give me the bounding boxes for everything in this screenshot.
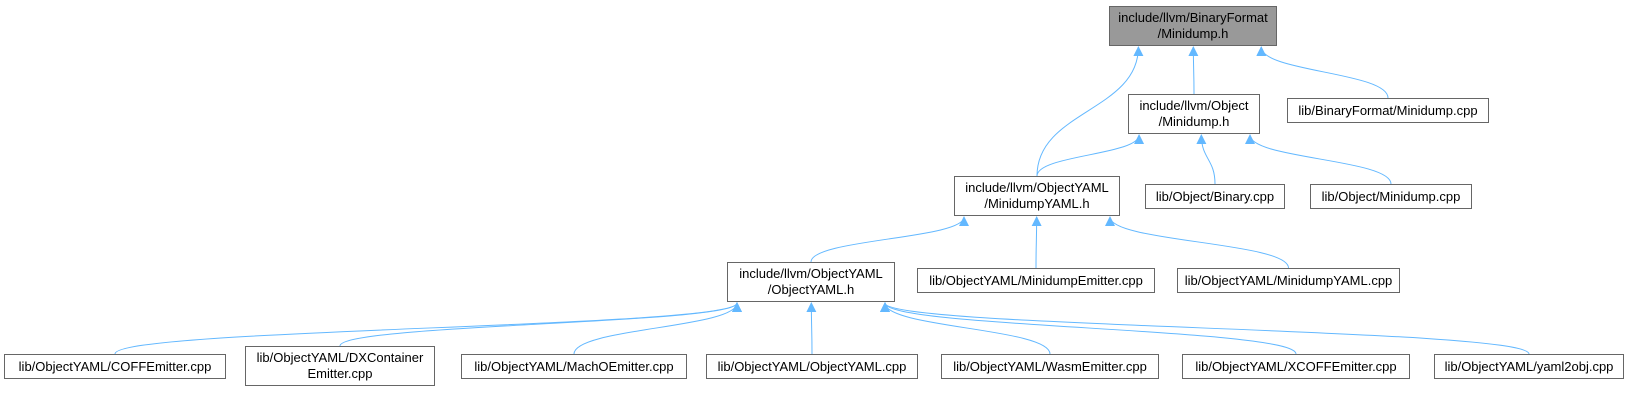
node-label: lib/ObjectYAML/WasmEmitter.cpp [953, 358, 1147, 374]
node-label: lib/ObjectYAML/yaml2obj.cpp [1444, 358, 1614, 374]
node-label: lib/ObjectYAML/COFFEmitter.cpp [18, 358, 212, 374]
edge-obj_minidump_h-to-root [1188, 46, 1199, 95]
node-yaml2obj-cpp[interactable]: lib/ObjectYAML/yaml2obj.cpp [1434, 354, 1624, 379]
node-object-minidump-cpp[interactable]: lib/Object/Minidump.cpp [1310, 184, 1472, 209]
node-binaryformat-minidump-h[interactable]: include/llvm/BinaryFormat/Minidump.h [1109, 6, 1277, 46]
node-label-line2: /Minidump.h [1158, 114, 1230, 129]
node-coffemitter-cpp[interactable]: lib/ObjectYAML/COFFEmitter.cpp [4, 354, 226, 379]
node-label: lib/ObjectYAML/ObjectYAML.cpp [717, 358, 907, 374]
node-binaryformat-minidump-cpp[interactable]: lib/BinaryFormat/Minidump.cpp [1287, 98, 1489, 123]
node-label-line1: include/llvm/BinaryFormat [1118, 10, 1268, 25]
edge-xcoffemitter_cpp-to-objectyaml_h [880, 302, 1297, 355]
edge-minidumpemitter_cpp-to-minidumpyaml_h [1031, 216, 1042, 269]
node-label-line2: /Minidump.h [1157, 26, 1229, 41]
edge-minidumpyaml_h-to-obj_minidump_h [1036, 134, 1145, 177]
node-minidumpyaml-cpp[interactable]: lib/ObjectYAML/MinidumpYAML.cpp [1177, 268, 1400, 293]
node-xcoffemitter-cpp[interactable]: lib/ObjectYAML/XCOFFEmitter.cpp [1182, 354, 1410, 379]
edge-wasmemitter_cpp-to-objectyaml_h [880, 302, 1051, 355]
node-minidumpemitter-cpp[interactable]: lib/ObjectYAML/MinidumpEmitter.cpp [917, 268, 1155, 293]
edge-minidumpyaml_h-to-root [1036, 46, 1144, 177]
node-label-line1: include/llvm/Object [1139, 98, 1249, 113]
node-label: lib/Object/Minidump.cpp [1321, 188, 1461, 204]
edge-yaml2obj_cpp-to-objectyaml_h [880, 302, 1530, 355]
node-label-line2: /MinidumpYAML.h [984, 196, 1090, 211]
node-objectyaml-h[interactable]: include/llvm/ObjectYAML/ObjectYAML.h [727, 262, 895, 302]
edge-machoemitter_cpp-to-objectyaml_h [573, 302, 742, 355]
edge-binaryformat_minidump_cpp-to-root [1256, 46, 1389, 99]
edge-object_minidump_cpp-to-obj_minidump_h [1245, 134, 1392, 185]
node-wasmemitter-cpp[interactable]: lib/ObjectYAML/WasmEmitter.cpp [941, 354, 1159, 379]
node-label: lib/ObjectYAML/MinidumpEmitter.cpp [929, 272, 1143, 288]
node-object-minidump-h[interactable]: include/llvm/Object/Minidump.h [1128, 94, 1260, 134]
node-label-line2: /ObjectYAML.h [767, 282, 855, 297]
edge-minidumpyaml_cpp-to-minidumpyaml_h [1105, 216, 1289, 269]
edge-object_binary_cpp-to-obj_minidump_h [1196, 134, 1216, 185]
node-label: lib/ObjectYAML/MachOEmitter.cpp [474, 358, 674, 374]
node-label: lib/BinaryFormat/Minidump.cpp [1298, 102, 1478, 118]
edge-dxcontaineremitter_cpp-to-objectyaml_h [339, 302, 742, 347]
edge-objectyaml_h-to-minidumpyaml_h [810, 216, 969, 263]
node-label-line1: include/llvm/ObjectYAML [965, 180, 1109, 195]
node-label: lib/ObjectYAML/MinidumpYAML.cpp [1184, 272, 1393, 288]
node-minidumpyaml-h[interactable]: include/llvm/ObjectYAML/MinidumpYAML.h [954, 176, 1120, 216]
node-label-line1: include/llvm/ObjectYAML [739, 266, 883, 281]
node-label-line1: lib/ObjectYAML/DXContainer [256, 350, 424, 365]
node-objectyaml-cpp[interactable]: lib/ObjectYAML/ObjectYAML.cpp [706, 354, 918, 379]
node-label: lib/ObjectYAML/XCOFFEmitter.cpp [1195, 358, 1397, 374]
node-label: lib/Object/Binary.cpp [1155, 188, 1275, 204]
node-object-binary-cpp[interactable]: lib/Object/Binary.cpp [1145, 184, 1285, 209]
node-label-line2: Emitter.cpp [307, 366, 373, 381]
node-machoemitter-cpp[interactable]: lib/ObjectYAML/MachOEmitter.cpp [461, 354, 687, 379]
edge-objectyaml_cpp-to-objectyaml_h [806, 302, 817, 355]
